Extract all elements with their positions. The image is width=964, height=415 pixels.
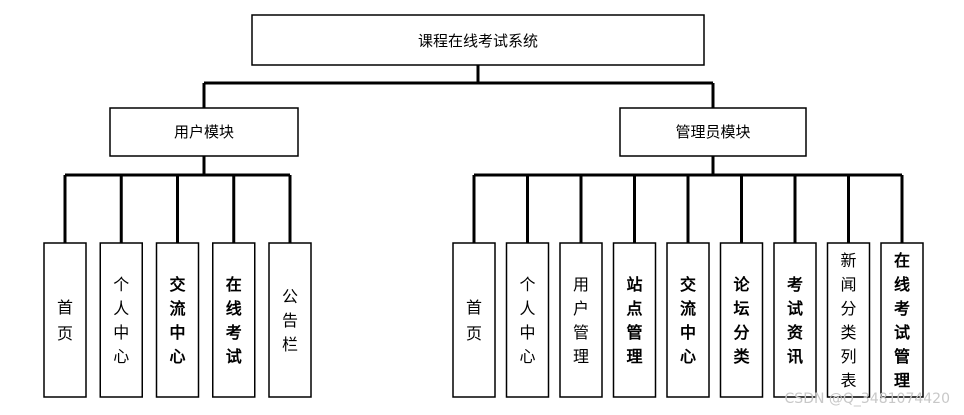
- module-admin-label: 管理员模块: [675, 123, 750, 141]
- leaf-box: [505, 242, 550, 398]
- leaf-node-admin-6: 考试资讯: [773, 242, 817, 398]
- leaf-label: 论坛分类: [733, 275, 750, 366]
- leaf-label: 个人中心: [113, 275, 129, 366]
- module-user: 用户模块: [109, 107, 299, 157]
- leaf-box: [773, 242, 817, 398]
- leaf-label: 公告栏: [282, 287, 298, 354]
- leaf-label: 首页: [57, 298, 73, 343]
- leaf-node-admin-0: 首页: [452, 242, 496, 398]
- leaf-box: [43, 242, 87, 398]
- leaf-node-admin-7: 新闻分类列表: [826, 242, 871, 398]
- leaf-node-admin-5: 论坛分类: [719, 242, 764, 398]
- leaf-node-user-2: 交流中心: [155, 242, 200, 398]
- leaf-label: 在线考试管理: [894, 251, 910, 390]
- leaf-label: 考试资讯: [787, 275, 803, 366]
- leaf-label: 首页: [466, 298, 482, 343]
- leaf-label: 站点管理: [626, 275, 642, 366]
- leaf-node-user-1: 个人中心: [99, 242, 143, 398]
- watermark: CSDN @Q_3481074420: [784, 391, 950, 407]
- leaf-box: [559, 242, 603, 398]
- leaf-node-user-4: 公告栏: [268, 242, 312, 398]
- leaf-node-admin-1: 个人中心: [505, 242, 550, 398]
- module-admin: 管理员模块: [619, 107, 807, 157]
- leaf-node-admin-8: 在线考试管理: [880, 242, 924, 398]
- leaf-node-user-3: 在线考试: [212, 242, 256, 398]
- leaf-label: 个人中心: [519, 275, 535, 366]
- leaf-box: [612, 242, 657, 398]
- leaf-node-admin-2: 用户管理: [559, 242, 603, 398]
- leaf-node-user-0: 首页: [43, 242, 87, 398]
- leaf-node-admin-3: 站点管理: [612, 242, 657, 398]
- root-node: 课程在线考试系统: [251, 14, 705, 66]
- leaf-box: [826, 242, 871, 398]
- leaf-label: 交流中心: [680, 275, 696, 366]
- leaf-box: [880, 242, 924, 398]
- leaf-label: 用户管理: [573, 275, 589, 366]
- leaf-label: 在线考试: [226, 275, 242, 366]
- leaf-box: [719, 242, 764, 398]
- leaf-label: 交流中心: [169, 275, 185, 366]
- root-label: 课程在线考试系统: [418, 32, 538, 50]
- root-box: [251, 14, 705, 66]
- leaf-box: [99, 242, 143, 398]
- leaf-box: [155, 242, 200, 398]
- leaf-nodes: 首页 个人中心 交流中心 在线考试 公告栏 首页 个人中心 用户管理 站点管理 交流中心 论坛分类 考…: [43, 242, 924, 398]
- leaf-label: 新闻分类列表: [840, 251, 856, 390]
- connectors: [63, 65, 904, 243]
- module-admin-box: [619, 107, 807, 157]
- leaf-box: [212, 242, 256, 398]
- leaf-box: [268, 242, 312, 398]
- leaf-node-admin-4: 交流中心: [666, 242, 710, 398]
- leaf-box: [666, 242, 710, 398]
- module-user-box: [109, 107, 299, 157]
- leaf-box: [452, 242, 496, 398]
- module-user-label: 用户模块: [174, 123, 234, 141]
